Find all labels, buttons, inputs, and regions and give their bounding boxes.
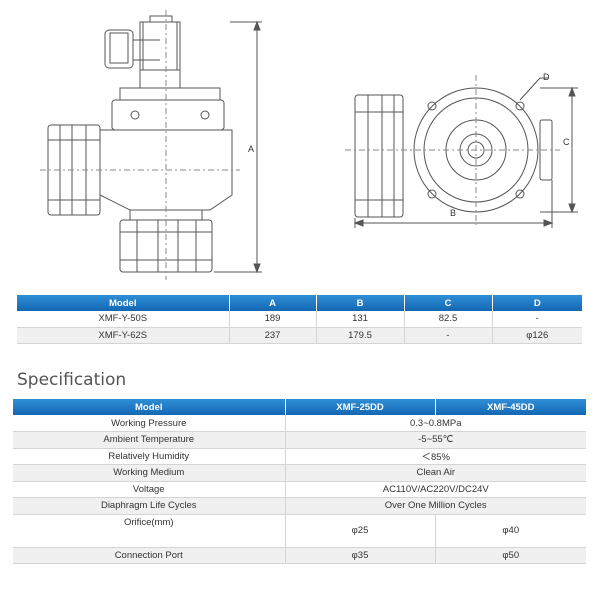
dimension-table: Model A B C D XMF-Y-50S 189 131 82.5 - X… <box>17 295 582 344</box>
col-c: C <box>404 295 493 311</box>
table-row: Orifice(mm) φ25 φ40 <box>13 514 586 548</box>
row-label: Connection Port <box>13 547 286 564</box>
cell-c: - <box>404 327 493 344</box>
row-label: Diaphragm Life Cycles <box>13 497 286 515</box>
cell-d: - <box>492 311 582 328</box>
col-model: Model <box>17 295 230 311</box>
table-row: Relatively Humidity ＜85% <box>13 448 586 465</box>
row-value-xmf-45dd: φ50 <box>435 547 586 564</box>
dimension-a-line <box>214 20 262 274</box>
table-row: XMF-Y-62S 237 179.5 - φ126 <box>17 327 582 344</box>
valve-top-view <box>345 75 560 225</box>
row-value-xmf-25dd: φ25 <box>285 514 436 548</box>
row-label: Relatively Humidity <box>13 448 286 465</box>
cell-a: 189 <box>229 311 317 328</box>
table-row: Voltage AC110V/AC220V/DC24V <box>13 481 586 498</box>
row-label: Working Medium <box>13 464 286 482</box>
table-row: XMF-Y-50S 189 131 82.5 - <box>17 311 582 328</box>
col-b: B <box>316 295 405 311</box>
row-label: Working Pressure <box>13 415 286 432</box>
cell-d: φ126 <box>492 327 582 344</box>
row-label: Orifice(mm) <box>13 514 286 548</box>
specification-table: Model XMF-25DD XMF-45DD Working Pressure… <box>13 399 586 564</box>
col-model: Model <box>13 399 286 415</box>
table-row: Ambient Temperature -5~55℃ <box>13 431 586 449</box>
cell-b: 179.5 <box>316 327 405 344</box>
row-value-xmf-45dd: φ40 <box>435 514 586 548</box>
table-row: Diaphragm Life Cycles Over One Million C… <box>13 497 586 515</box>
dimension-b-line <box>353 180 554 228</box>
valve-side-view <box>40 10 240 280</box>
dimension-b-label: B <box>450 208 456 218</box>
row-label: Ambient Temperature <box>13 431 286 449</box>
cell-c: 82.5 <box>404 311 493 328</box>
cell-b: 131 <box>316 311 405 328</box>
dimension-a-label: A <box>248 144 254 154</box>
row-value: 0.3~0.8MPa <box>285 415 586 432</box>
dimension-table-header: Model A B C D <box>17 295 582 311</box>
specification-title: Specification <box>17 370 127 390</box>
col-a: A <box>229 295 317 311</box>
col-d: D <box>492 295 582 311</box>
dimension-c-line <box>540 86 578 214</box>
dimension-d-label: D <box>543 72 550 82</box>
col-xmf-45dd: XMF-45DD <box>435 399 586 415</box>
table-row: Working Medium Clean Air <box>13 464 586 482</box>
valve-technical-drawing: A B C D <box>40 10 578 280</box>
table-row: Connection Port φ35 φ50 <box>13 547 586 564</box>
row-value: AC110V/AC220V/DC24V <box>285 481 586 498</box>
row-value-xmf-25dd: φ35 <box>285 547 436 564</box>
table-row: Working Pressure 0.3~0.8MPa <box>13 415 586 432</box>
cell-a: 237 <box>229 327 317 344</box>
col-xmf-25dd: XMF-25DD <box>285 399 436 415</box>
dimension-c-label: C <box>563 137 570 147</box>
cell-model: XMF-Y-62S <box>17 327 230 344</box>
row-label: Voltage <box>13 481 286 498</box>
row-value: -5~55℃ <box>285 431 586 449</box>
dimension-d-line <box>519 77 548 101</box>
cell-model: XMF-Y-50S <box>17 311 230 328</box>
specification-table-header: Model XMF-25DD XMF-45DD <box>13 399 586 415</box>
row-value: Over One Million Cycles <box>285 497 586 515</box>
row-value: ＜85% <box>285 448 586 465</box>
row-value: Clean Air <box>285 464 586 482</box>
